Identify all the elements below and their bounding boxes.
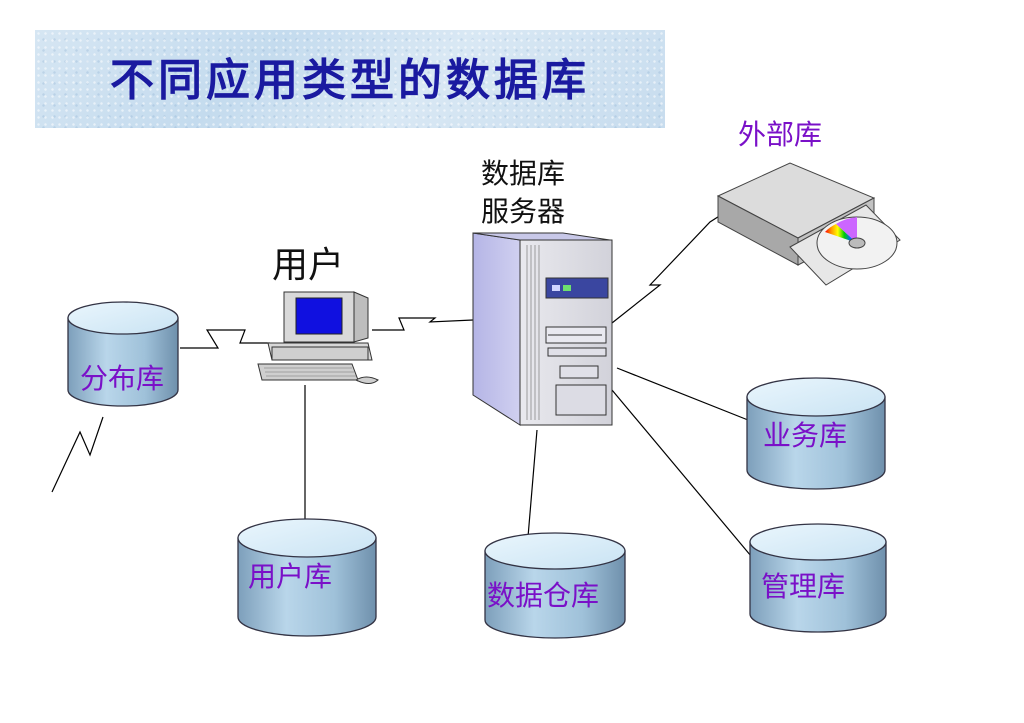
management-db-cylinder <box>749 523 887 633</box>
user-computer <box>257 291 379 384</box>
user-db-label: 用户库 <box>248 560 333 593</box>
business-db-cylinder <box>746 377 886 490</box>
distributed-db-cylinder <box>67 301 179 407</box>
page-title: 不同应用类型的数据库 <box>110 55 590 106</box>
user-label: 用户 <box>272 245 345 286</box>
user-db-cylinder <box>237 518 377 637</box>
link-server-to-business <box>616 367 749 421</box>
link-server-to-external <box>611 205 736 324</box>
database-server <box>472 232 613 426</box>
data-warehouse-label: 数据仓库 <box>487 579 600 612</box>
distributed-db-label: 分布库 <box>80 362 165 395</box>
data-warehouse-cylinder <box>484 532 626 639</box>
title-banner: 不同应用类型的数据库 <box>35 30 665 128</box>
server-label-line1: 数据库 <box>481 157 566 190</box>
external-cd-drive <box>716 162 901 286</box>
link-server-to-warehouse <box>527 429 538 538</box>
link-distributed-to-user <box>180 329 270 349</box>
management-db-label: 管理库 <box>761 570 846 603</box>
link-user-to-server <box>372 317 474 331</box>
server-label-line2: 服务器 <box>481 195 566 228</box>
external-db-label: 外部库 <box>738 118 823 151</box>
link-distributed-offsite <box>51 416 104 493</box>
link-server-to-management <box>611 389 752 557</box>
business-db-label: 业务库 <box>763 419 848 452</box>
